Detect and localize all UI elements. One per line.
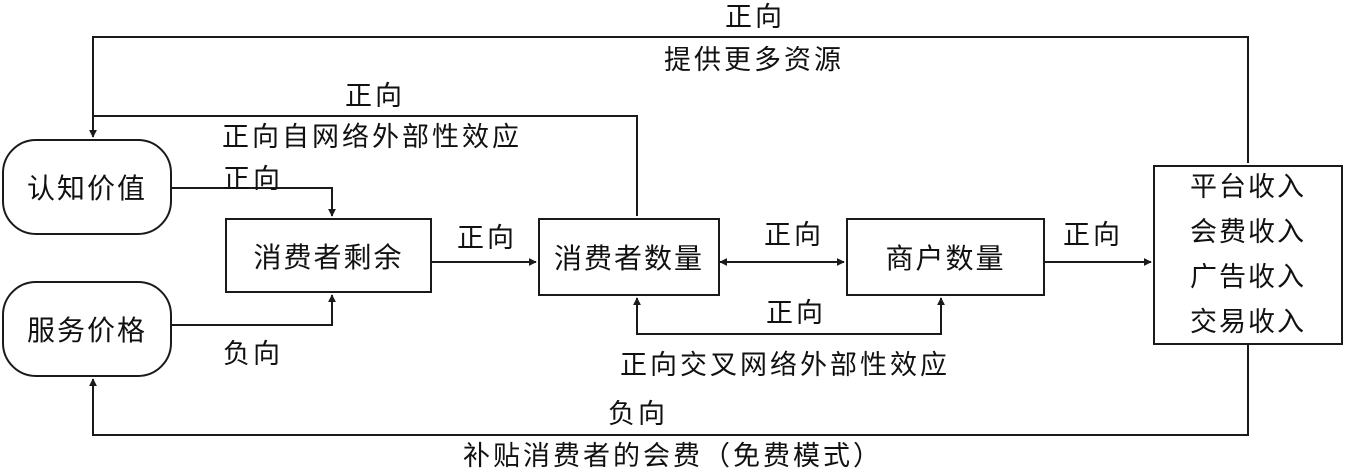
service-price-label: 服务价格 [26, 314, 147, 347]
platform-income-line: 平台收入 [1190, 172, 1306, 203]
edge-income-to-price [89, 345, 1249, 436]
consumer-surplus-label: 消费者剩余 [253, 240, 404, 274]
edge-value-to-surplus [172, 187, 336, 217]
consumer-count-node: 消费者数量 [538, 218, 720, 296]
transaction-income-line: 交易收入 [1190, 307, 1306, 338]
label-consumers-merchants-top: 正向 [764, 220, 824, 251]
perceived-value-node: 认知价值 [2, 139, 172, 235]
service-price-node: 服务价格 [2, 281, 172, 377]
edge-cross-side-loop [633, 297, 945, 335]
label-same-side-effect: 正向自网络外部性效应 [222, 122, 522, 153]
merchant-count-label: 商户数量 [885, 242, 1006, 275]
label-merchants-to-income: 正向 [1063, 220, 1123, 251]
advertising-income-line: 广告收入 [1190, 262, 1306, 293]
membership-income-line: 会费收入 [1190, 217, 1306, 248]
consumer-surplus-node: 消费者剩余 [225, 218, 432, 293]
consumer-count-label: 消费者数量 [553, 242, 704, 275]
label-consumers-merchants-bottom: 正向 [766, 298, 826, 329]
label-top-positive: 正向 [725, 2, 785, 33]
label-bottom-negative: 负向 [608, 399, 668, 430]
merchant-count-node: 商户数量 [846, 218, 1045, 296]
label-value-to-surplus: 正向 [223, 164, 283, 195]
edge-income-to-value [89, 36, 1249, 163]
label-provide-resources: 提供更多资源 [664, 45, 844, 76]
label-subsidy: 补贴消费者的会费（免费模式） [463, 441, 883, 472]
platform-income-node: 平台收入 会费收入 广告收入 交易收入 [1153, 165, 1343, 345]
label-surplus-to-consumers: 正向 [457, 223, 517, 254]
perceived-value-label: 认知价值 [26, 172, 147, 205]
label-cross-side-effect: 正向交叉网络外部性效应 [620, 350, 950, 381]
label-price-to-surplus: 负向 [223, 339, 283, 370]
edge-price-to-surplus [172, 294, 336, 326]
edge-consumers-to-value [93, 115, 638, 216]
label-upper-positive: 正向 [345, 81, 405, 112]
